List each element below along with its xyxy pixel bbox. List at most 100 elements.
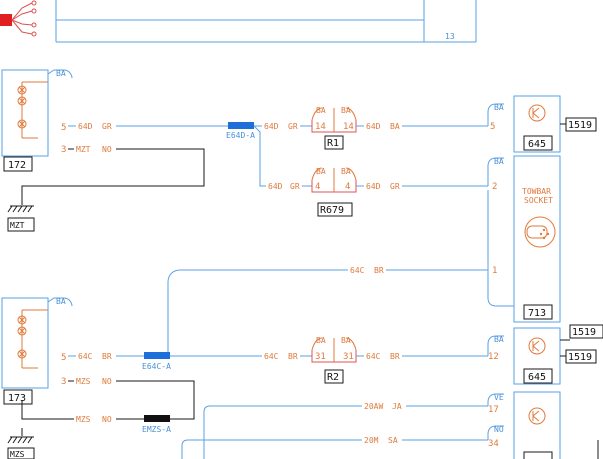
wire-20aw-ja: 20AW JA [203, 402, 488, 459]
svg-text:BR: BR [288, 352, 298, 361]
svg-text:64C: 64C [264, 352, 279, 361]
component-645-bottom: BA 12 645 1519 1519 [487, 324, 603, 385]
svg-text:NO: NO [102, 145, 112, 154]
svg-text:64C: 64C [366, 352, 381, 361]
component-172: BA 5 3 172 [1, 69, 73, 172]
svg-text:GR: GR [390, 182, 400, 191]
ground-mzs: MZS [7, 428, 35, 459]
svg-text:3: 3 [61, 145, 66, 155]
svg-text:BA: BA [316, 336, 326, 345]
svg-text:BA: BA [494, 157, 504, 166]
component-713-id: 713 [528, 308, 546, 319]
svg-text:NO: NO [102, 377, 112, 386]
connector-e64d-a: E64D-A [226, 122, 255, 140]
svg-text:12: 12 [488, 352, 499, 362]
svg-text:14: 14 [343, 122, 354, 132]
svg-text:BR: BR [102, 352, 112, 361]
svg-text:64D: 64D [268, 182, 283, 191]
svg-text:BA: BA [494, 335, 504, 344]
svg-text:64D: 64D [366, 122, 381, 131]
svg-text:SA: SA [388, 436, 398, 445]
svg-text:JA: JA [392, 402, 402, 411]
svg-text:TOWBAR: TOWBAR [522, 187, 551, 196]
wire-mzs-no-2: MZS NO [21, 400, 144, 424]
svg-text:E64D-A: E64D-A [226, 131, 255, 140]
page-number: 13 [445, 32, 455, 41]
wire-64d-gr: 64D GR [68, 122, 228, 131]
svg-text:BA: BA [494, 103, 504, 112]
svg-text:NO: NO [102, 415, 112, 424]
wire-r1-in: 64D GR [254, 122, 312, 131]
svg-text:64D: 64D [366, 182, 381, 191]
wire-64c-br: 64C BR [68, 352, 144, 361]
component-173-id: 173 [8, 393, 26, 404]
svg-text:MZS: MZS [76, 377, 91, 386]
wire-r1-out: 64D BA [356, 122, 488, 131]
component-645-top-id: 645 [528, 139, 546, 150]
wire-mzs-no: MZS NO [68, 377, 195, 420]
connector-emzs-a: EMZS-A [142, 415, 171, 434]
svg-text:5: 5 [61, 353, 66, 363]
svg-text:MZT: MZT [76, 145, 91, 154]
svg-text:E64C-A: E64C-A [142, 362, 171, 371]
svg-text:BA: BA [341, 106, 351, 115]
svg-text:64C: 64C [350, 266, 365, 275]
relay-r1: BA BA 14 14 R1 [311, 106, 357, 150]
component-173: BA 5 3 173 [1, 297, 73, 405]
ground-mzt: MZT [7, 205, 35, 232]
svg-text:BA: BA [56, 69, 66, 78]
top-frame: 13 [0, 0, 477, 43]
svg-text:EMZS-A: EMZS-A [142, 425, 171, 434]
svg-text:MZT: MZT [10, 221, 25, 230]
component-713-towbar: BA 2 TOWBAR SOCKET 713 1 [487, 155, 561, 323]
svg-text:5: 5 [61, 123, 66, 133]
svg-text:GR: GR [290, 182, 300, 191]
svg-text:MZS: MZS [10, 450, 25, 459]
svg-text:20M: 20M [364, 436, 379, 445]
connector-e64c-a: E64C-A [142, 352, 171, 371]
svg-text:R1: R1 [327, 138, 339, 149]
svg-text:BA: BA [316, 106, 326, 115]
svg-text:3: 3 [61, 377, 66, 387]
svg-text:1519: 1519 [568, 352, 592, 363]
svg-text:31: 31 [343, 352, 354, 362]
svg-text:MZS: MZS [76, 415, 91, 424]
svg-text:5: 5 [490, 122, 495, 132]
svg-text:BA: BA [56, 297, 66, 306]
svg-text:1519: 1519 [568, 120, 592, 131]
svg-text:GR: GR [288, 122, 298, 131]
wire-mzt-no: MZT NO [21, 145, 205, 205]
svg-text:64D: 64D [78, 122, 93, 131]
component-645-top: BA 5 645 1519 [487, 95, 597, 153]
svg-text:BA: BA [341, 167, 351, 176]
wire-64c-br-top: 64C BR [167, 266, 488, 352]
svg-text:2: 2 [492, 182, 497, 192]
svg-text:4: 4 [345, 182, 350, 192]
relay-r2: BA BA 31 31 R2 64C BR [311, 336, 488, 384]
svg-text:BR: BR [390, 352, 400, 361]
component-645-bottom-id: 645 [528, 372, 546, 383]
svg-text:BA: BA [390, 122, 400, 131]
svg-text:R679: R679 [320, 205, 344, 216]
svg-text:VE: VE [494, 393, 504, 402]
svg-text:14: 14 [315, 122, 326, 132]
svg-text:SOCKET: SOCKET [524, 196, 553, 205]
svg-text:20AW: 20AW [364, 402, 383, 411]
svg-text:R2: R2 [327, 372, 339, 383]
svg-text:BR: BR [374, 266, 384, 275]
svg-text:BA: BA [316, 167, 326, 176]
svg-text:NO: NO [494, 425, 504, 434]
svg-text:64D: 64D [264, 122, 279, 131]
svg-text:1519: 1519 [572, 327, 596, 338]
svg-text:GR: GR [102, 122, 112, 131]
svg-text:17: 17 [488, 405, 499, 415]
red-harness-tab [0, 14, 12, 26]
svg-text:4: 4 [315, 182, 320, 192]
svg-text:1: 1 [492, 266, 497, 276]
svg-text:34: 34 [488, 439, 499, 449]
wire-20m-sa: 20M SA [181, 436, 488, 459]
wire-r2-in: 64C BR [170, 352, 312, 361]
svg-text:64C: 64C [78, 352, 93, 361]
svg-text:BA: BA [341, 336, 351, 345]
